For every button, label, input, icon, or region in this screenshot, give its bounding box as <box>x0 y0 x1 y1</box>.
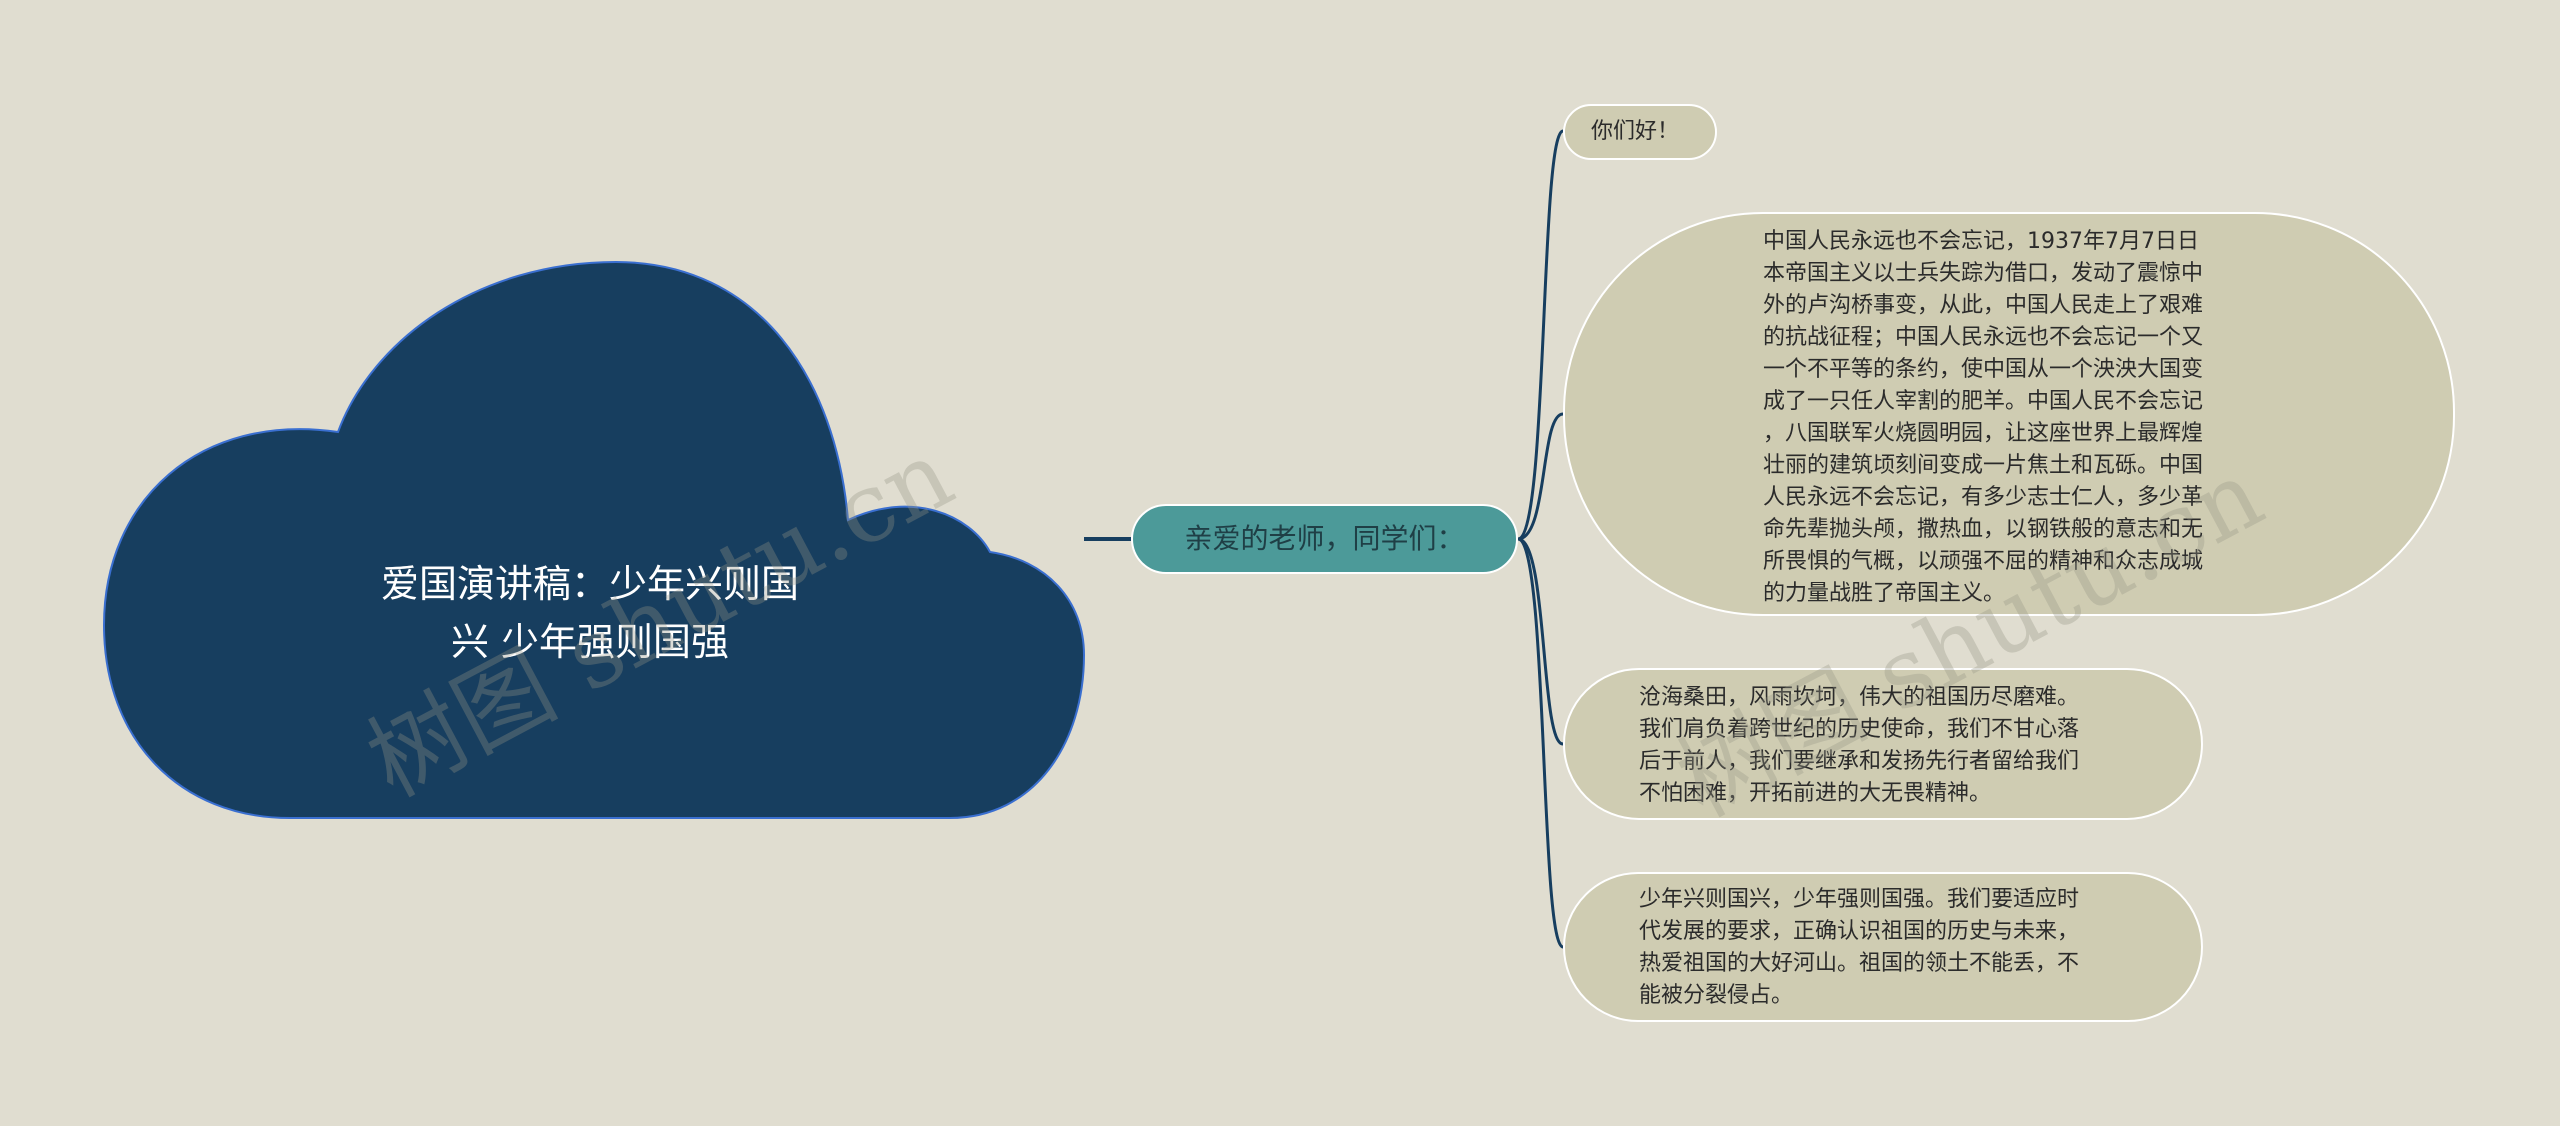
leaf-text-line: 壮丽的建筑顷刻间变成一片焦土和瓦砾。中国 <box>1763 453 2204 478</box>
leaf-text-line: 外的卢沟桥事变，从此，中国人民走上了艰难 <box>1763 293 2204 318</box>
root-title-line-1: 爱国演讲稿：少年兴则国 <box>380 562 799 606</box>
leaf-text-line: 你们好！ <box>1591 119 1680 144</box>
leaf-text-line: ，八国联军火烧圆明园，让这座世界上最辉煌 <box>1763 421 2204 446</box>
branch-connector-4 <box>1517 537 1565 949</box>
root-cloud[interactable] <box>102 260 1086 819</box>
branch-connector-2 <box>1517 412 1564 541</box>
leaf-topic-history[interactable]: 中国人民永远也不会忘记，1937年7月7日日 本帝国主义以士兵失踪为借口，发动了… <box>1563 212 2455 616</box>
leaf-text-line: 的力量战胜了帝国主义。 <box>1763 581 2006 606</box>
leaf-text-line: 成了一只任人宰割的肥羊。中国人民不会忘记 <box>1763 389 2204 414</box>
leaf-topic-youth[interactable]: 少年兴则国兴，少年强则国强。我们要适应时 代发展的要求，正确认识祖国的历史与未来… <box>1563 872 2203 1022</box>
leaf-text-line: 中国人民永远也不会忘记，1937年7月7日日 <box>1763 229 2199 254</box>
leaf-text-line: 沧海桑田，风雨坎坷，伟大的祖国历尽磨难。 <box>1639 685 2080 710</box>
leaf-text-line: 代发展的要求，正确认识祖国的历史与未来， <box>1639 919 2080 944</box>
leaf-topic-greeting[interactable]: 你们好！ <box>1563 104 1717 160</box>
leaf-text-line: 不怕困难，开拓前进的大无畏精神。 <box>1639 781 1992 806</box>
leaf-text-line: 命先辈抛头颅，撒热血，以钢铁般的意志和无 <box>1763 517 2204 542</box>
root-title-line-2: 兴 少年强则国强 <box>450 620 730 664</box>
leaf-text-line: 的抗战征程；中国人民永远也不会忘记一个又 <box>1763 325 2204 350</box>
leaf-text-line: 人民永远不会忘记，有多少志士仁人，多少革 <box>1763 485 2204 510</box>
branch-connector-3 <box>1517 537 1564 746</box>
leaf-text-line: 我们肩负着跨世纪的历史使命，我们不甘心落 <box>1639 717 2080 742</box>
leaf-text-line: 本帝国主义以士兵失踪为借口，发动了震惊中 <box>1763 261 2204 286</box>
root-topic-title[interactable]: 爱国演讲稿：少年兴则国 兴 少年强则国强 <box>330 555 850 671</box>
leaf-topic-mission[interactable]: 沧海桑田，风雨坎坷，伟大的祖国历尽磨难。 我们肩负着跨世纪的历史使命，我们不甘心… <box>1563 668 2203 820</box>
mid-topic[interactable]: 亲爱的老师，同学们： <box>1131 504 1518 574</box>
branch-connector-1 <box>1517 129 1565 541</box>
leaf-text-line: 后于前人，我们要继承和发扬先行者留给我们 <box>1639 749 2080 774</box>
leaf-text-line: 所畏惧的气概，以顽强不屈的精神和众志成城 <box>1763 549 2204 574</box>
leaf-text-line: 一个不平等的条约，使中国从一个泱泱大国变 <box>1763 357 2204 382</box>
leaf-text-line: 少年兴则国兴，少年强则国强。我们要适应时 <box>1639 887 2080 912</box>
leaf-text-line: 热爱祖国的大好河山。祖国的领土不能丢，不 <box>1639 951 2080 976</box>
leaf-text-line: 能被分裂侵占。 <box>1639 983 1794 1008</box>
